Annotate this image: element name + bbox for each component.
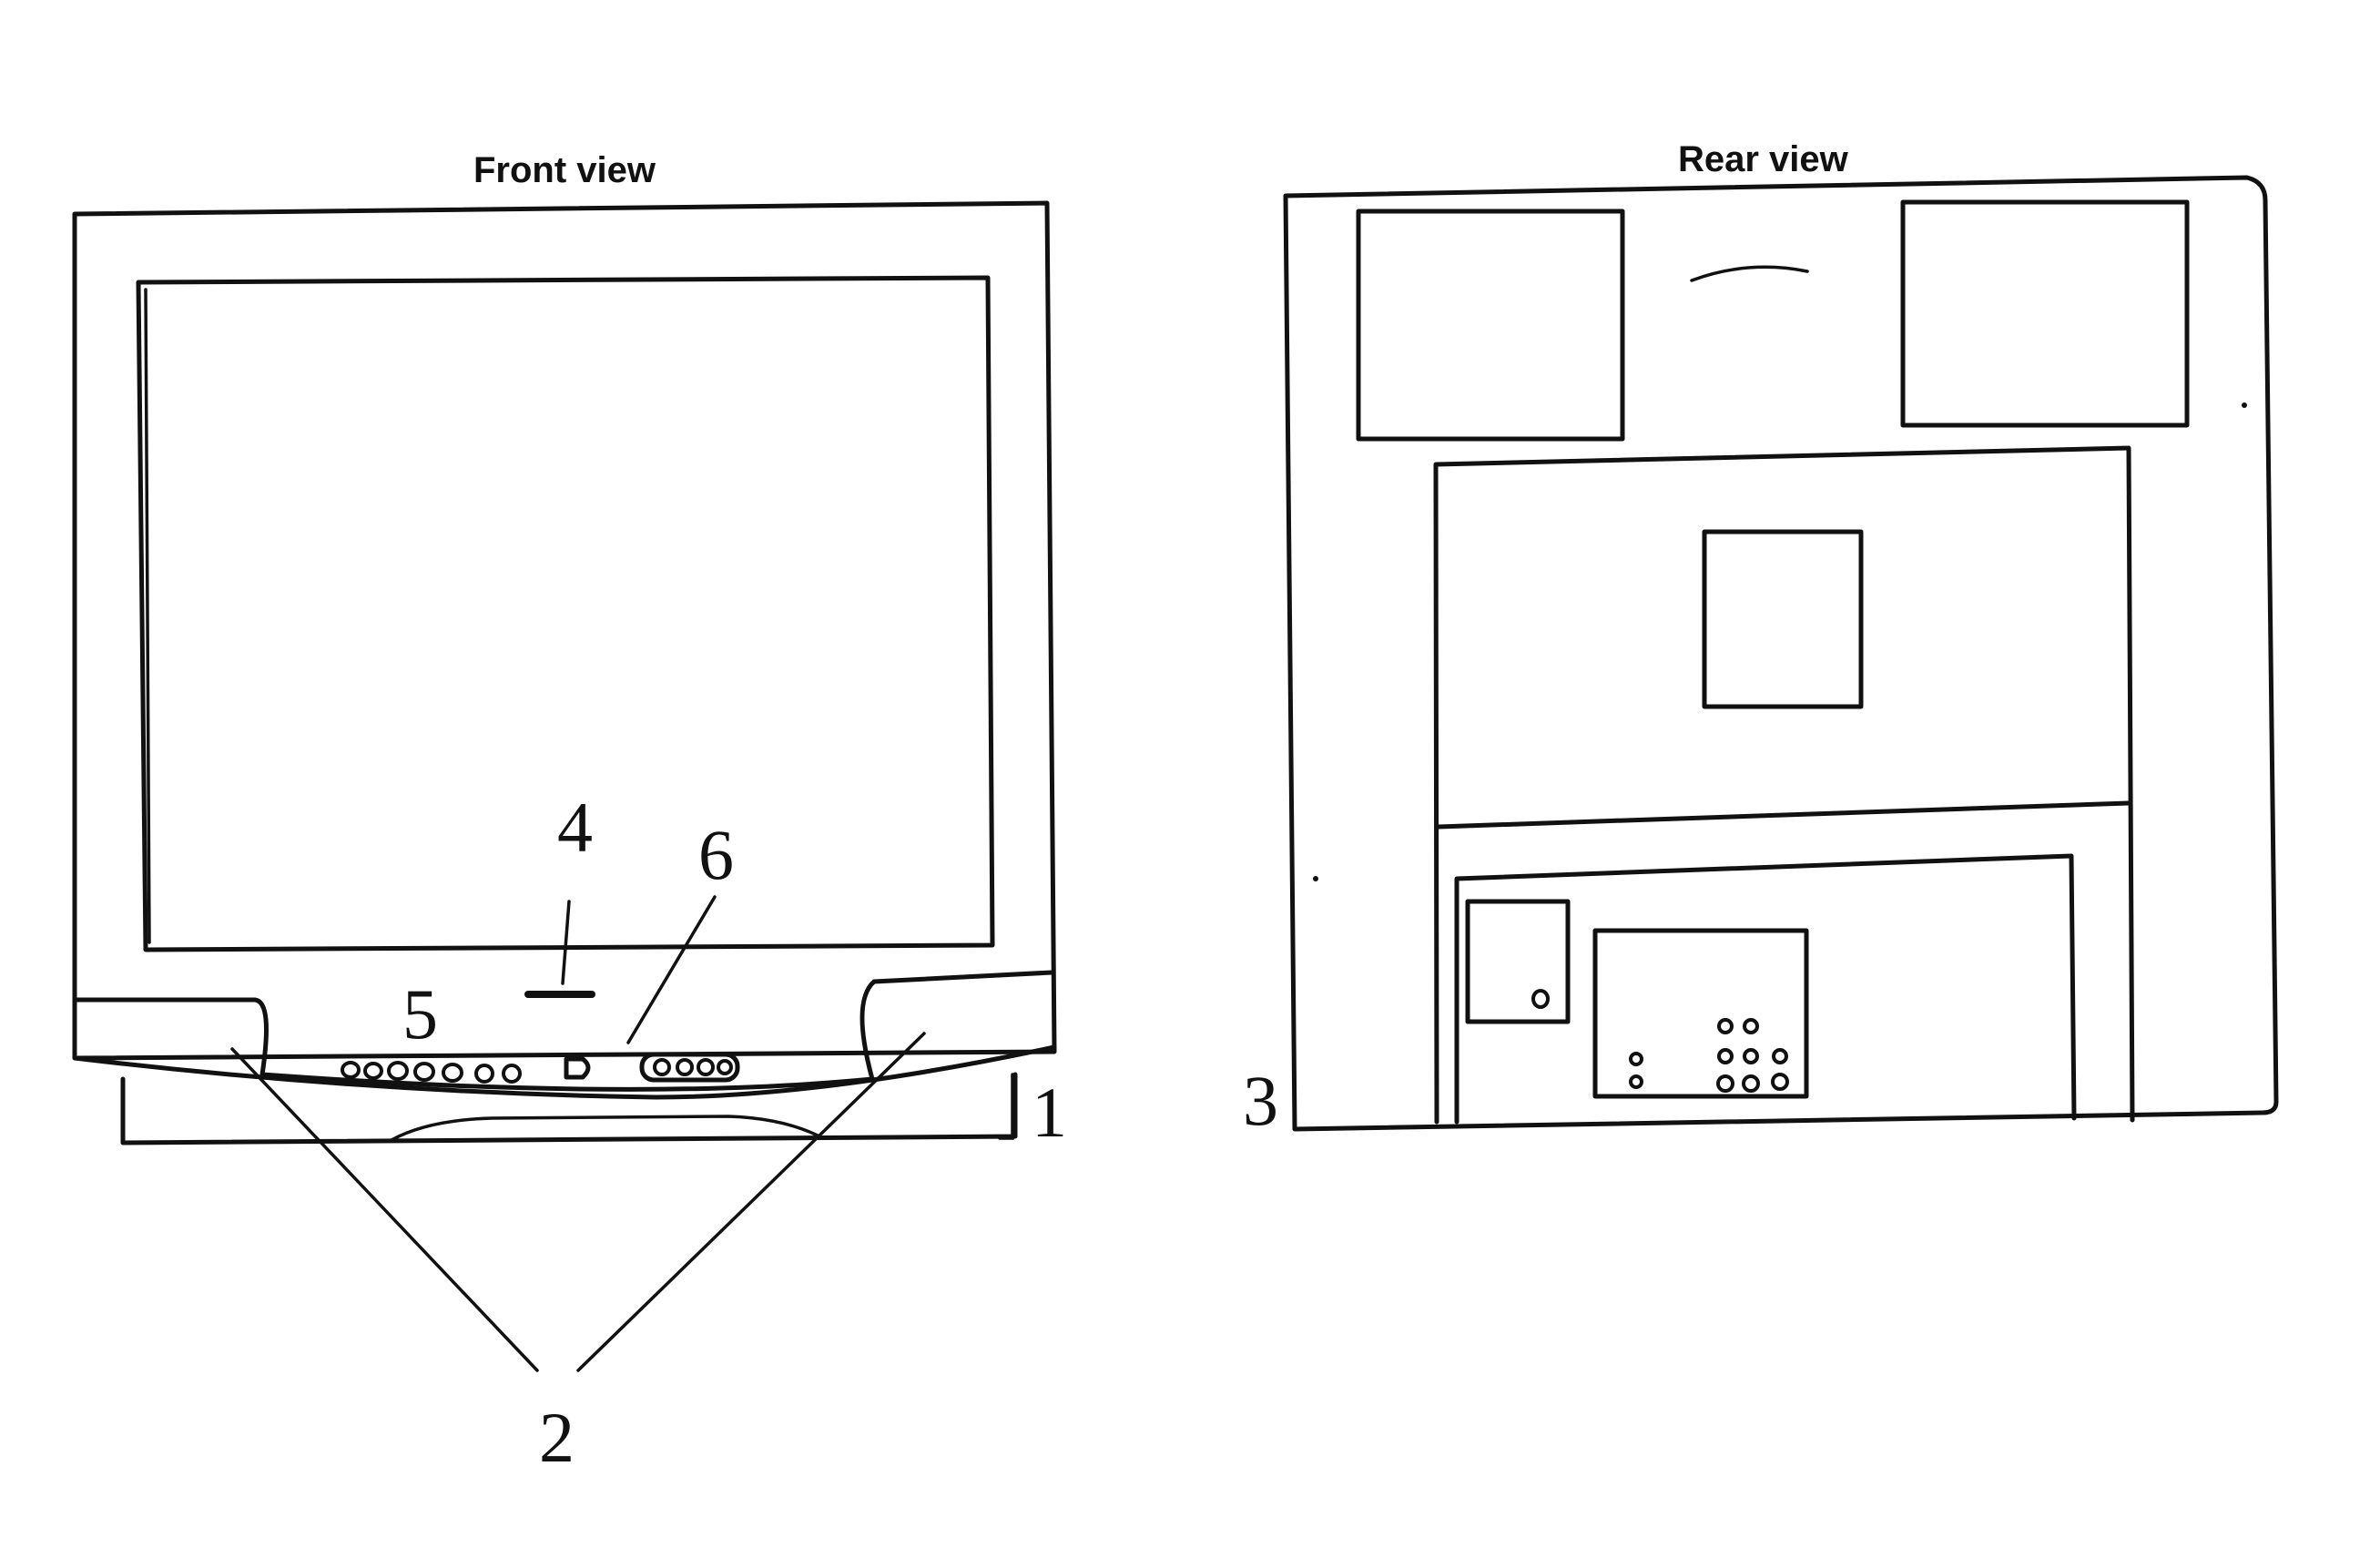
front-screen-inner-edge — [144, 288, 151, 944]
rear-jack-panel — [1592, 928, 1809, 1099]
front-button — [363, 1062, 383, 1080]
rear-jack — [1742, 1074, 1760, 1093]
leader-line-2-right — [576, 1032, 926, 1372]
rear-view-title: Rear view — [1678, 139, 1849, 179]
callout-2: 2 — [539, 1398, 575, 1477]
front-panel-lower-curve — [72, 1044, 1057, 1100]
rear-power-box — [1465, 899, 1571, 1024]
rear-jack — [1629, 1074, 1643, 1089]
rear-jack — [1717, 1018, 1734, 1034]
rear-cabinet-outline — [1283, 175, 2279, 1132]
callout-5: 5 — [402, 974, 438, 1054]
callout-3: 3 — [1243, 1061, 1278, 1140]
front-jack — [676, 1058, 694, 1076]
rear-panel-divider — [1436, 800, 2131, 830]
front-button — [341, 1061, 361, 1079]
rear-jack — [1772, 1048, 1788, 1064]
rear-jacks — [1629, 1018, 1789, 1093]
front-button — [413, 1062, 435, 1082]
rear-jack — [1629, 1052, 1643, 1066]
rear-top-left-panel — [1356, 209, 1625, 442]
rear-label-plate — [1702, 529, 1864, 709]
front-view: Front view — [72, 150, 1067, 1477]
rear-handle — [1690, 265, 1809, 282]
rear-middle-panel — [1433, 445, 2135, 1125]
front-jack — [717, 1059, 733, 1075]
rear-terminal-area — [1454, 853, 2077, 1125]
rear-jack — [1743, 1048, 1759, 1064]
leader-line-2-left — [230, 1047, 539, 1372]
speck-mark — [2242, 402, 2247, 408]
leader-line-4 — [561, 900, 571, 985]
speck-mark — [1313, 876, 1318, 881]
front-button — [502, 1064, 522, 1084]
rear-power-socket — [1531, 989, 1550, 1009]
callout-1: 1 — [1032, 1073, 1067, 1152]
front-buttons-row — [341, 1061, 522, 1084]
front-button — [474, 1064, 494, 1084]
rear-jack — [1716, 1074, 1734, 1093]
front-power-switch — [564, 1056, 591, 1080]
front-screen — [136, 275, 995, 952]
front-view-title: Front view — [473, 150, 656, 190]
rear-view: Rear view 3 — [1243, 139, 2279, 1140]
rear-jack — [1717, 1048, 1734, 1064]
leader-line-1 — [998, 1073, 1014, 1140]
callout-6: 6 — [698, 815, 734, 894]
front-button — [387, 1061, 409, 1081]
front-base — [120, 1072, 1018, 1145]
front-button — [442, 1063, 463, 1083]
rear-jack — [1771, 1073, 1789, 1091]
callout-4: 4 — [557, 788, 593, 867]
front-jack — [697, 1058, 715, 1076]
front-cabinet-outline — [72, 200, 1057, 1061]
front-base-notch — [390, 1115, 821, 1142]
rear-jack — [1743, 1018, 1759, 1034]
front-connector-panel — [639, 1052, 740, 1083]
front-jack — [653, 1058, 671, 1076]
rear-top-right-panel — [1900, 199, 2190, 428]
leader-line-6 — [626, 895, 717, 1044]
front-control-panel — [72, 970, 1054, 1092]
